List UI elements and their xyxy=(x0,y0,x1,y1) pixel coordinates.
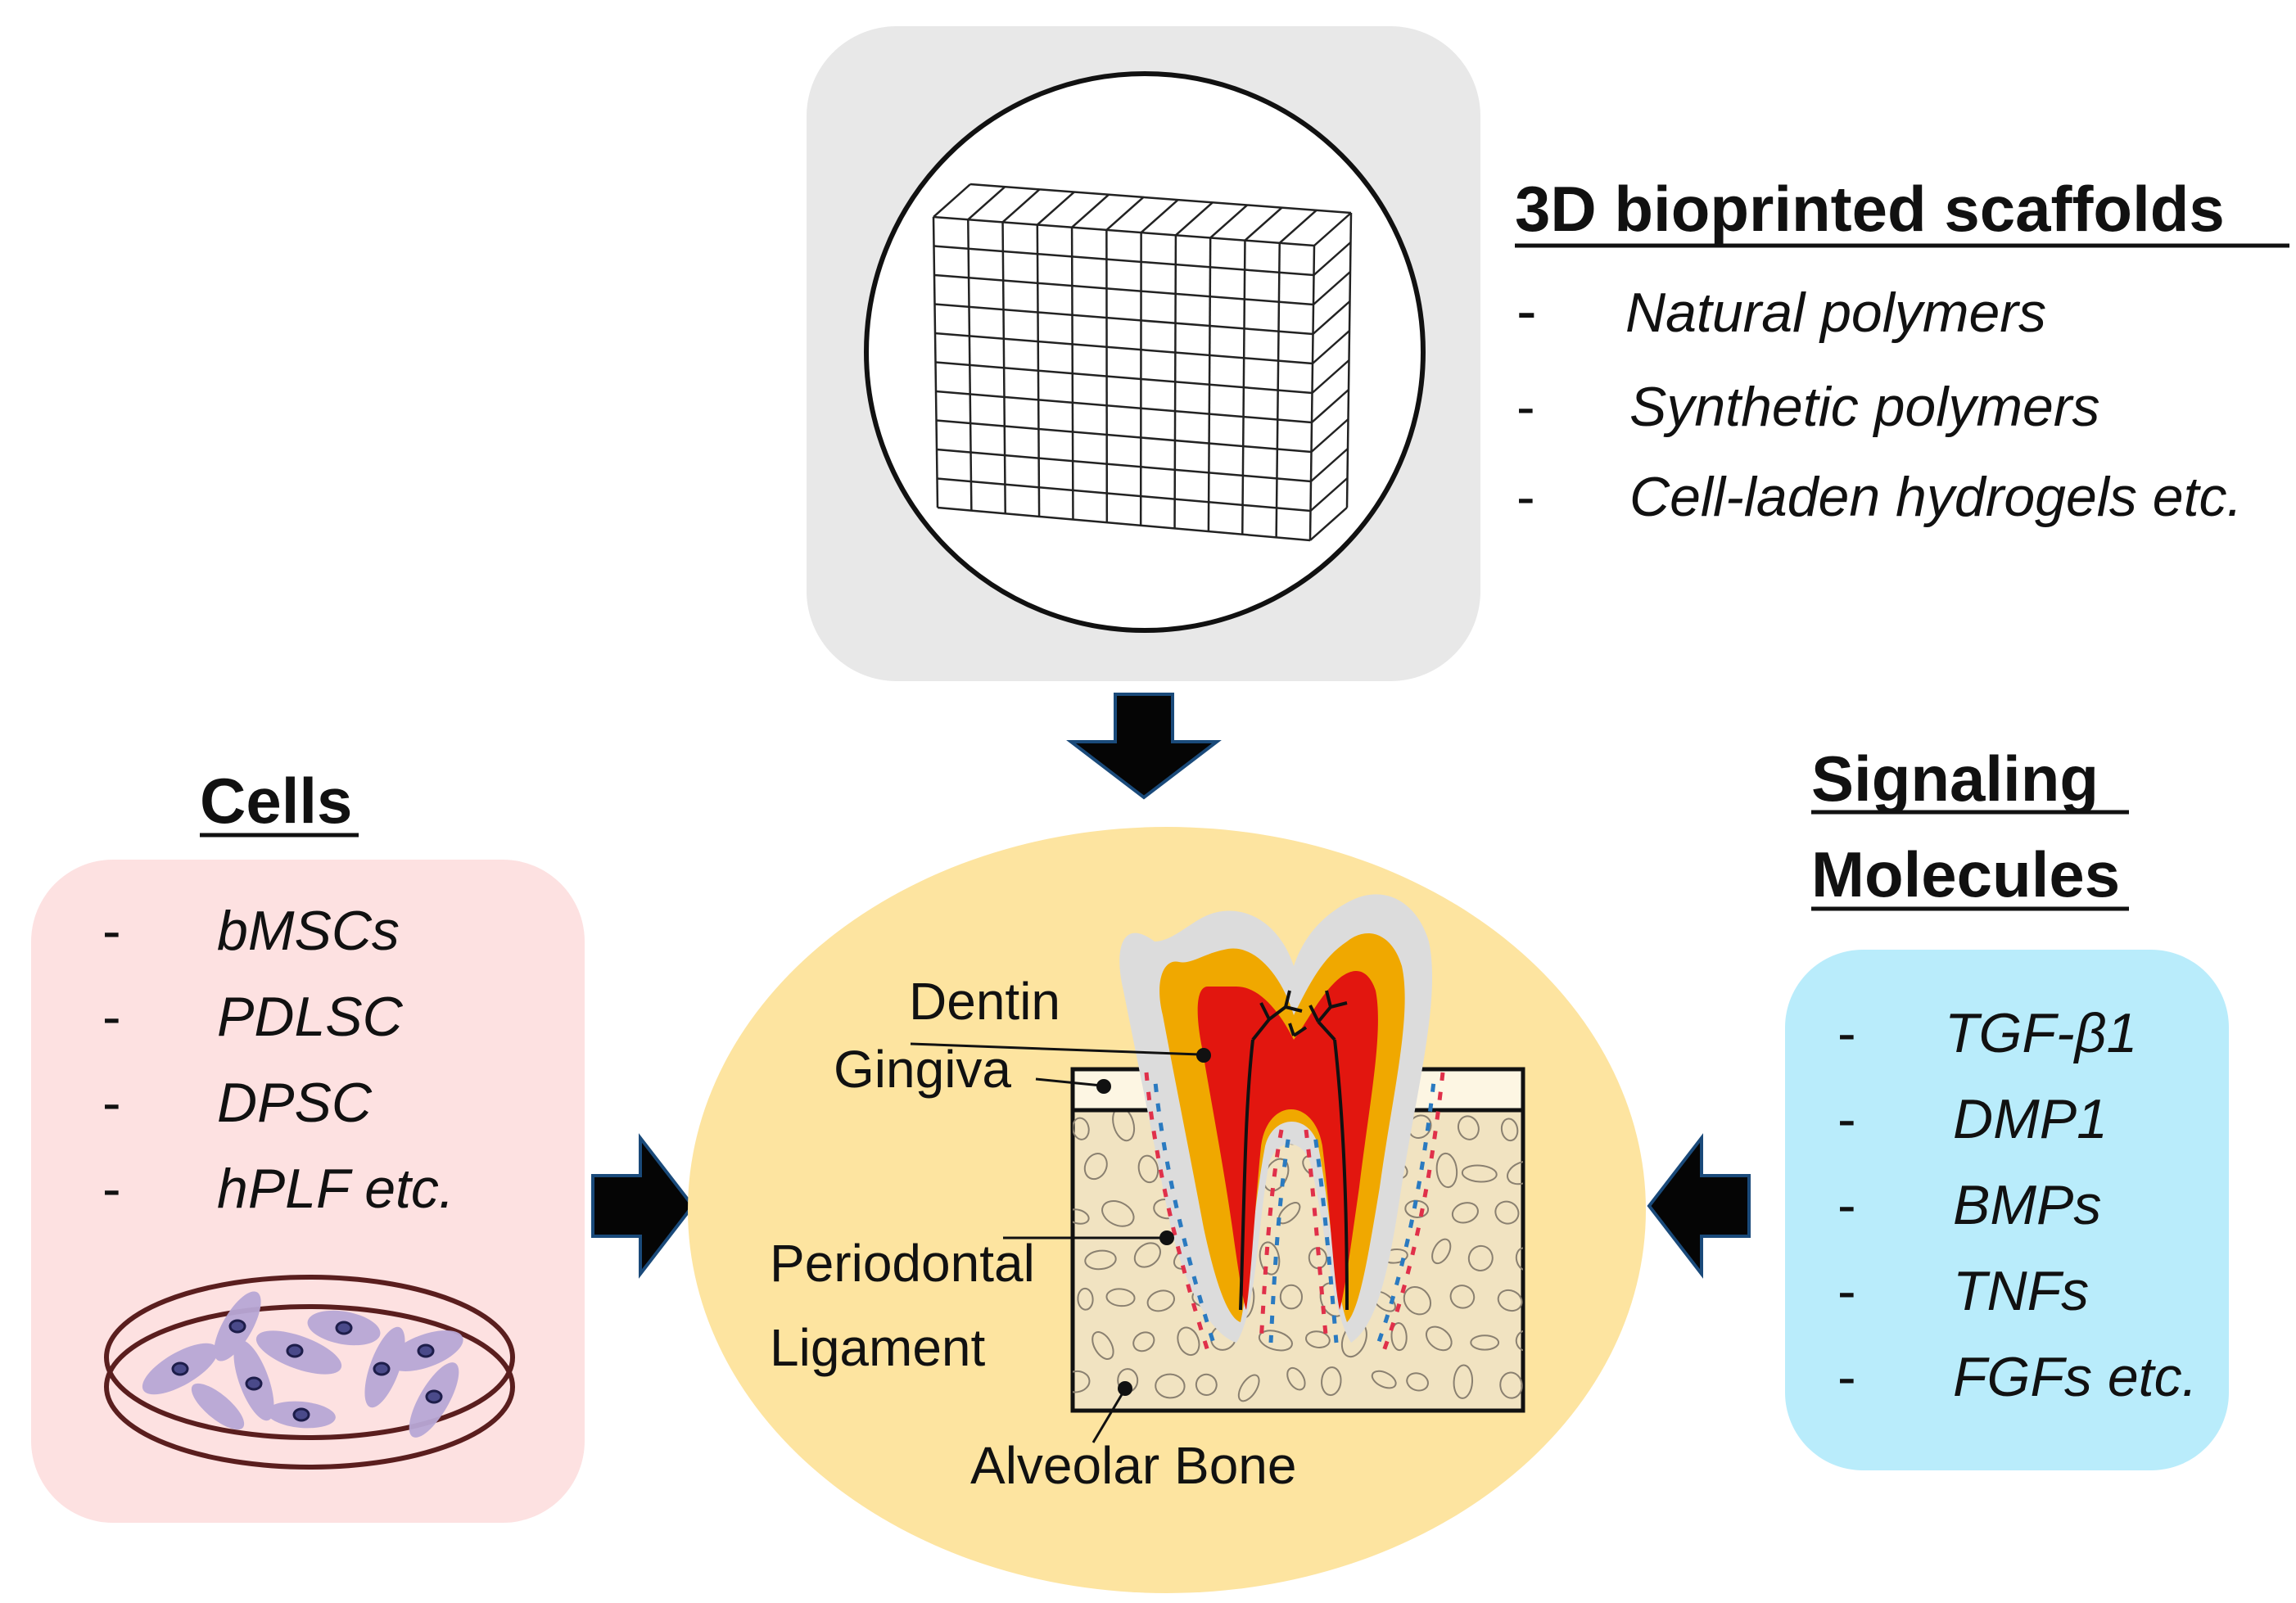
svg-text:-: - xyxy=(1837,1260,1856,1322)
svg-text:-: - xyxy=(102,1072,121,1134)
signaling-item-2: DMP1 xyxy=(1953,1088,2108,1150)
svg-text:-: - xyxy=(102,986,121,1048)
signaling-item-1: TGF-β1 xyxy=(1945,1002,2137,1064)
cells-item-1: bMSCs xyxy=(217,900,400,962)
scaffold-heading: 3D bioprinted scaffolds xyxy=(1515,173,2225,245)
label-alveolar-bone: Alveolar Bone xyxy=(970,1436,1296,1495)
cells-item-3: DPSC xyxy=(217,1072,373,1134)
svg-text:-: - xyxy=(1516,376,1535,438)
signaling-panel: - TGF-β1 - DMP1 - BMPs - TNFs - FGFs etc… xyxy=(1785,950,2229,1470)
svg-text:-: - xyxy=(1516,277,1537,345)
svg-text:-: - xyxy=(1837,1174,1856,1236)
arrow-right-icon xyxy=(593,1138,693,1274)
label-periodontal-line2: Ligament xyxy=(770,1318,986,1377)
scaffold-item-1: Natural polymers xyxy=(1625,282,2046,344)
signaling-heading-line1: Signaling xyxy=(1811,743,2099,815)
signaling-item-5: FGFs etc. xyxy=(1953,1346,2197,1408)
label-gingiva: Gingiva xyxy=(834,1040,1011,1099)
scaffold-panel xyxy=(807,26,1480,681)
signaling-item-4: TNFs xyxy=(1953,1260,2089,1322)
arrow-left-icon xyxy=(1649,1138,1749,1274)
cells-heading: Cells xyxy=(200,765,352,837)
scaffold-item-3: Cell-laden hydrogels etc. xyxy=(1629,466,2242,528)
label-periodontal-line1: Periodontal xyxy=(770,1234,1035,1293)
alveolar-bone-block xyxy=(1073,1110,1523,1411)
signaling-item-3: BMPs xyxy=(1953,1174,2101,1236)
cells-item-4: hPLF etc. xyxy=(217,1158,454,1220)
svg-text:-: - xyxy=(102,900,121,962)
scaffold-item-2: Synthetic polymers xyxy=(1629,376,2099,438)
svg-text:-: - xyxy=(1837,1346,1856,1408)
cells-item-2: PDLSC xyxy=(217,986,404,1048)
svg-text:-: - xyxy=(1837,1088,1856,1150)
svg-text:-: - xyxy=(1837,1002,1856,1064)
arrow-down-icon xyxy=(1071,694,1217,797)
svg-text:-: - xyxy=(1516,466,1535,528)
tooth-illustration: Dentin Gingiva Periodontal Ligament Alve… xyxy=(688,827,1646,1593)
svg-text:-: - xyxy=(102,1158,121,1220)
scaffold-text: 3D bioprinted scaffolds - Natural polyme… xyxy=(1515,173,2289,528)
signaling-heading-line2: Molecules xyxy=(1811,838,2120,910)
cells-panel: - bMSCs - PDLSC - DPSC - hPLF etc. xyxy=(31,860,585,1523)
label-dentin: Dentin xyxy=(909,972,1060,1031)
